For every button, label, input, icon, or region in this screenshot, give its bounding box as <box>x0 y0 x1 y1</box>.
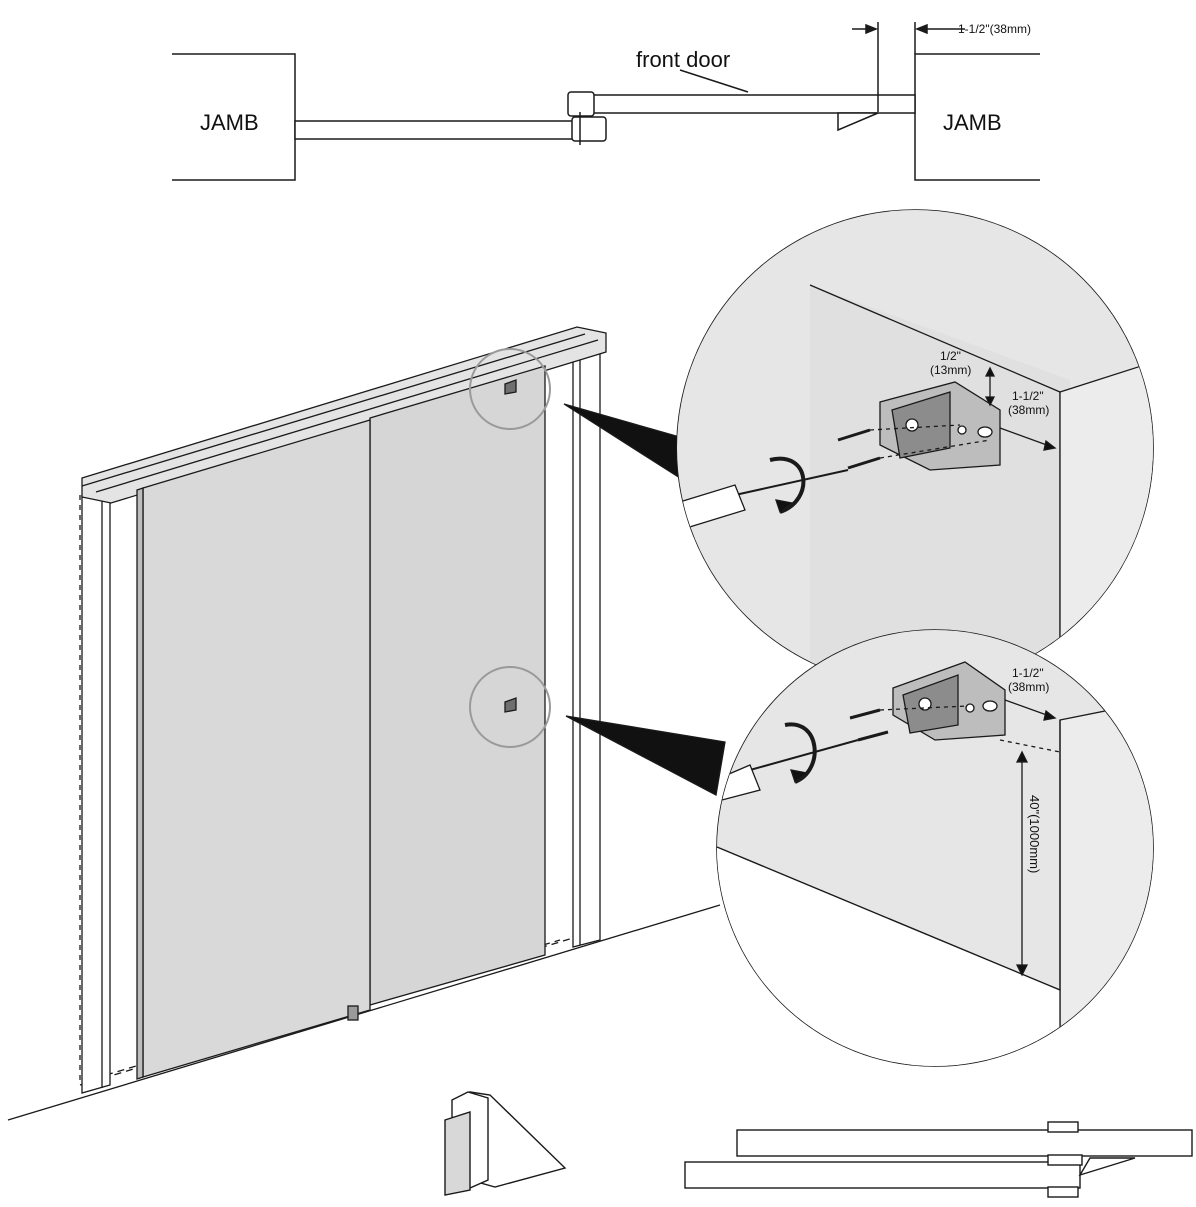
screw-lower-2 <box>857 730 889 742</box>
bottom-hinge-bottom <box>1047 1186 1079 1198</box>
top-rail-groove-1 <box>81 333 586 487</box>
dim-height-arrow-bottom <box>1015 964 1029 977</box>
detail-upper <box>676 209 1154 687</box>
dim-height-arrow-top <box>1015 750 1029 763</box>
bracket-upper-hole-2 <box>957 425 967 435</box>
rotation-arrowhead-lower <box>790 769 809 784</box>
upper-dim-horiz-line1: 1-1/2" <box>1012 389 1044 403</box>
screwdriver-shaft-upper <box>734 469 849 496</box>
stop-bracket-face <box>444 1111 471 1196</box>
screw-path-upper-1 <box>869 424 961 431</box>
bracket-upper-face <box>891 391 951 459</box>
door-side-face-upper <box>1059 359 1153 686</box>
front-door-plan <box>584 94 916 114</box>
dim-arrowhead-right <box>914 23 928 35</box>
bottom-hinge-top <box>1047 1121 1079 1133</box>
bottom-front-door <box>736 1129 1193 1157</box>
upper-dim-vert-line2: (13mm) <box>930 363 971 377</box>
bracket-marker-lower <box>504 697 517 713</box>
door-side-face-lower <box>1059 699 1153 1066</box>
bracket-marker-upper <box>504 379 517 395</box>
screwdriver-handle-upper <box>677 484 746 531</box>
hinge-top <box>567 91 595 117</box>
lower-dim-horiz-line2: (38mm) <box>1008 680 1049 694</box>
top-rail-groove-2 <box>95 339 599 493</box>
bottom-rear-door <box>684 1161 1081 1189</box>
dim-vert-upper-arrow-bottom <box>984 396 996 407</box>
callout-circle-lower <box>469 666 551 748</box>
screwdriver-shaft-lower <box>749 739 859 771</box>
right-jamb-outline <box>914 53 1040 181</box>
rotation-arrowhead-upper <box>775 499 794 514</box>
bottom-plan-view <box>684 1121 1193 1198</box>
hinge-bottom <box>571 116 607 142</box>
front-door-label: front door <box>636 47 730 72</box>
floor-line <box>7 904 721 1121</box>
rear-door-panel <box>369 365 546 1006</box>
lower-dim-height: 40"(1000mm) <box>1027 795 1042 873</box>
front-door-panel <box>142 419 371 1078</box>
door-face-upper <box>810 285 1070 686</box>
right-post <box>572 342 601 948</box>
rotation-arrow-lower <box>784 722 817 784</box>
lower-dim-horiz-line1: 1-1/2" <box>1012 666 1044 680</box>
left-post <box>81 486 111 1094</box>
dim-ext-lower <box>999 739 1061 753</box>
upper-dim-horiz-line2: (38mm) <box>1008 403 1049 417</box>
screw-path-upper-2 <box>879 439 991 459</box>
bottom-hinge-mid <box>1047 1154 1083 1166</box>
bottom-wedge-bracket <box>1078 1157 1136 1177</box>
bracket-upper-hole-1 <box>905 418 919 432</box>
front-door-edge <box>136 487 144 1080</box>
pointer-lower <box>565 715 726 796</box>
screw-path-lower-1 <box>879 705 969 711</box>
callout-circle-upper <box>469 348 551 430</box>
rotation-arrow-upper <box>769 456 806 514</box>
main-door-view <box>7 326 726 1121</box>
bracket-lower-hole-2 <box>965 703 975 713</box>
screw-upper-1 <box>837 428 871 442</box>
dim-vert-upper-arrow-top <box>984 366 996 377</box>
screw-lower-1 <box>849 708 881 720</box>
bracket-lower-hole-3 <box>982 700 998 712</box>
dim-arrowhead-left <box>865 23 879 35</box>
stop-bracket-3d <box>444 1091 567 1196</box>
wedge-bracket-plan <box>837 112 879 132</box>
screw-upper-2 <box>847 456 881 470</box>
offset-dimension-label: 1-1/2"(38mm) <box>958 22 1031 36</box>
door-label-leader <box>679 69 749 93</box>
bracket-upper-hole-3 <box>977 426 993 438</box>
bracket-lower-hole-1 <box>918 697 932 711</box>
dim-horiz-lower-arrow <box>1043 709 1057 721</box>
rear-door-plan <box>294 120 586 140</box>
dim-horiz-upper-arrow <box>1043 439 1057 451</box>
right-jamb-label: JAMB <box>943 110 1002 135</box>
floor-guide <box>347 1005 359 1021</box>
top-plan-view <box>172 22 1040 181</box>
door-top-edge-upper <box>809 284 1061 393</box>
upper-dim-vert-line1: 1/2" <box>940 349 961 363</box>
detail-lower <box>716 629 1154 1067</box>
left-jamb-label: JAMB <box>200 110 259 135</box>
left-jamb-outline <box>172 53 296 181</box>
